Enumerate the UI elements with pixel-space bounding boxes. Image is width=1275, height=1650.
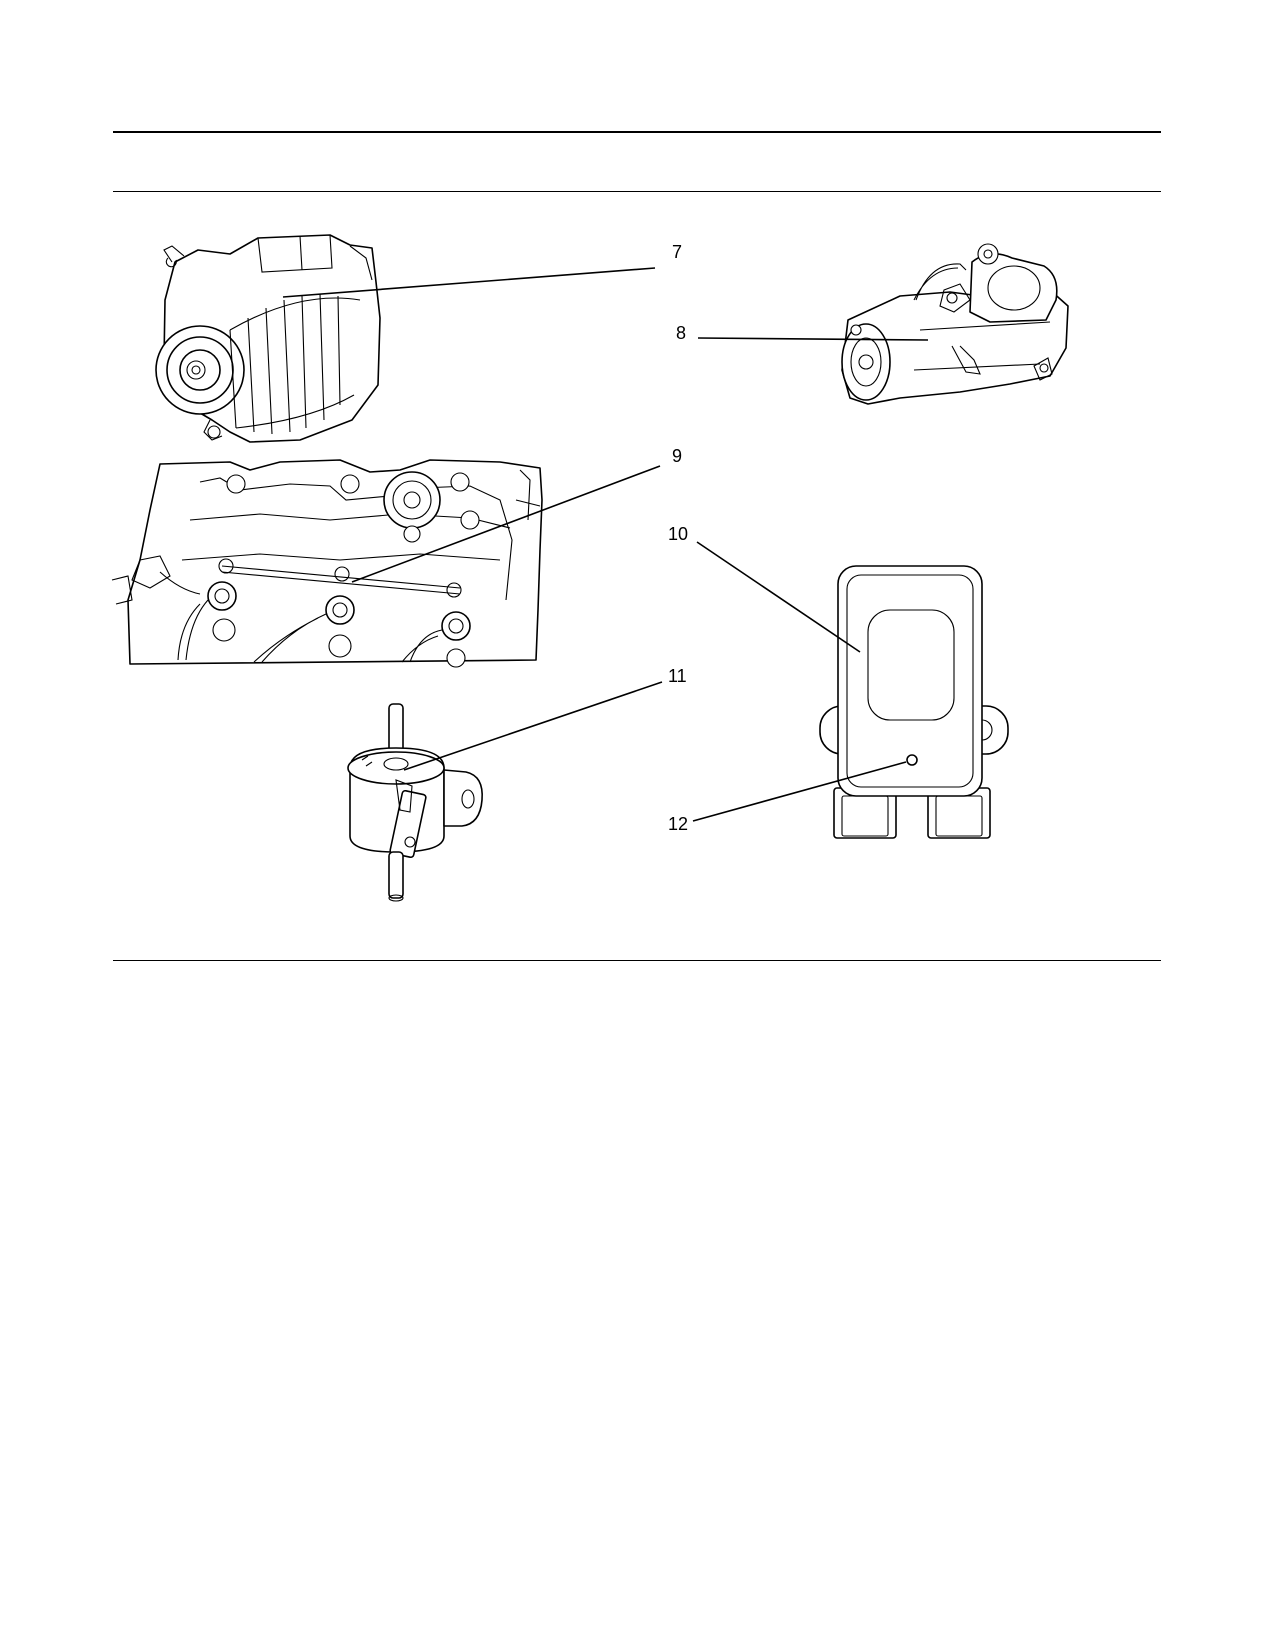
callout-12: 12: [668, 814, 688, 834]
leader-line-11: [403, 681, 663, 771]
top-rule-thin: [113, 191, 1161, 192]
alternator-illustration: [155, 234, 381, 443]
leader-line-9: [351, 465, 661, 583]
leader-lines: [282, 267, 929, 822]
bottom-rule: [113, 960, 1161, 961]
callout-labels: 7 8 9 10 11 12: [668, 242, 688, 834]
engine-head-illustration: [111, 459, 543, 668]
callout-10: 10: [668, 524, 688, 544]
leader-line-10: [696, 541, 861, 653]
leader-line-12: [692, 761, 907, 822]
ecm-controller-illustration: [819, 565, 1009, 839]
callout-9: 9: [672, 446, 682, 466]
callout-11: 11: [668, 666, 687, 686]
top-rule-thick: [113, 131, 1161, 133]
callout-8: 8: [676, 323, 686, 343]
starter-motor-illustration: [841, 243, 1069, 405]
leader-line-8: [697, 337, 929, 341]
fuel-pump-illustration: [347, 703, 483, 902]
callout-7: 7: [672, 242, 682, 262]
leader-line-7: [282, 267, 656, 298]
